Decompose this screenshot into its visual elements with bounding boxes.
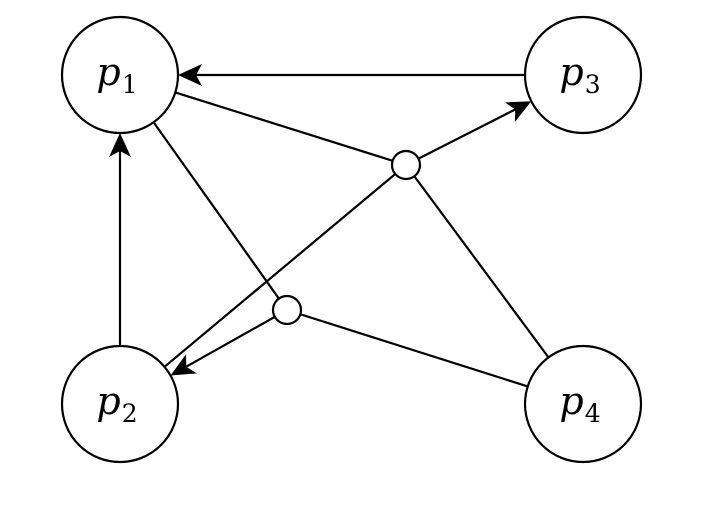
junctions-layer — [271, 149, 422, 326]
node-p2: p2 — [60, 344, 180, 464]
edge-j_lower-to-p2 — [185, 315, 276, 368]
arrowhead-icon — [170, 354, 197, 376]
node-label-subscript: 4 — [585, 399, 601, 428]
edge-p1-to-j_lower — [152, 121, 280, 300]
edge-j_upper-to-p3 — [417, 108, 516, 160]
node-label-base: p — [559, 50, 583, 94]
node-label: p2 — [96, 379, 137, 428]
node-p1: p1 — [60, 15, 180, 135]
edge-j_upper-to-p2 — [163, 173, 396, 368]
node-label: p1 — [96, 50, 137, 99]
node-label-base: p — [559, 379, 583, 423]
arrowhead-icon — [109, 133, 131, 157]
node-p3: p3 — [523, 15, 643, 135]
node-circle — [523, 15, 643, 135]
junction-j-upper — [390, 149, 422, 181]
node-label-subscript: 2 — [122, 399, 138, 428]
node-circle — [523, 344, 643, 464]
node-label-subscript: 1 — [122, 70, 138, 99]
node-label: p3 — [559, 50, 600, 99]
node-circle — [60, 344, 180, 464]
edge-p1-to-j_upper — [174, 91, 393, 162]
node-label-base: p — [96, 50, 120, 94]
node-label-subscript: 3 — [585, 70, 601, 99]
arrowhead-icon — [178, 64, 202, 86]
node-p4: p4 — [523, 344, 643, 464]
edge-j_lower-to-p4 — [300, 313, 529, 388]
edges-layer — [109, 64, 550, 388]
arrowhead-icon — [504, 101, 532, 122]
node-label-base: p — [96, 379, 120, 423]
node-circle — [60, 15, 180, 135]
junction-j-lower — [271, 294, 303, 326]
node-label: p4 — [559, 379, 600, 428]
edge-j_upper-to-p4 — [413, 175, 550, 359]
